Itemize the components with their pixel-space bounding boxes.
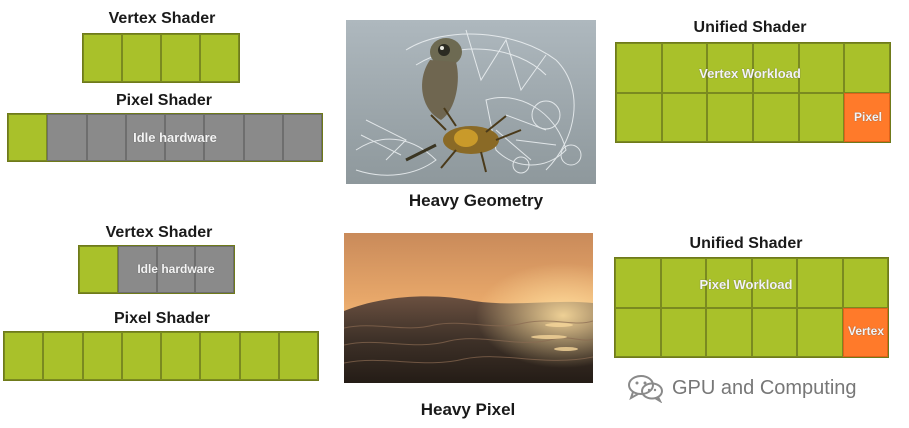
shader-unit-active xyxy=(200,332,240,380)
shader-unit-vertex xyxy=(707,43,753,93)
shader-unit-pixel xyxy=(660,307,706,357)
heavy-pixel-image xyxy=(344,233,593,383)
shader-unit-idle xyxy=(165,114,205,161)
top-unified-shader-units xyxy=(615,42,891,143)
vertex-workload-label: Vertex Workload xyxy=(699,66,801,81)
bottom-unified-shader-units xyxy=(614,257,889,358)
shader-unit-pixel xyxy=(660,258,706,308)
pixel-unit-label: Pixel xyxy=(853,110,883,124)
shader-unit-pixel xyxy=(797,307,843,357)
vertex-unit-label: Vertex xyxy=(847,324,885,338)
shader-unit-active xyxy=(278,332,318,380)
shader-unit-active xyxy=(161,34,200,82)
shader-unit-vertex xyxy=(844,43,890,93)
shader-unit-active xyxy=(121,332,161,380)
shader-unit-idle xyxy=(282,114,322,161)
shader-unit-active xyxy=(200,34,239,82)
bottom-vertex-shader-title: Vertex Shader xyxy=(105,224,213,241)
shader-unit-vertex xyxy=(661,92,708,142)
shader-unit-active xyxy=(122,34,161,82)
heavy-geometry-image xyxy=(346,20,596,184)
shader-unit-pixel xyxy=(706,307,752,357)
shader-unit-active xyxy=(161,332,201,380)
top-pixel-shader-units xyxy=(7,113,323,162)
shader-unit-vertex xyxy=(707,92,753,142)
shader-unit-pixel xyxy=(615,258,661,308)
bottom-pixel-shader-units xyxy=(3,331,319,381)
shader-unit-active xyxy=(82,332,122,380)
shader-unit-idle xyxy=(156,246,196,293)
shader-unit-vertex xyxy=(798,92,845,142)
shader-unit-active xyxy=(83,34,122,82)
shader-unit-vertex xyxy=(798,43,845,93)
heavy-geometry-caption: Heavy Geometry xyxy=(408,191,544,210)
top-unified-shader-title: Unified Shader xyxy=(693,19,807,36)
bottom-vertex-shader-units xyxy=(78,245,235,294)
shader-unit-active xyxy=(79,246,118,293)
pixel-workload-label: Pixel Workload xyxy=(699,277,793,292)
shader-unit-pixel xyxy=(842,258,888,308)
top-vertex-shader-title: Vertex Shader xyxy=(108,10,216,27)
watermark: GPU and Computing xyxy=(626,373,857,403)
shader-unit-vertex xyxy=(753,92,799,142)
wechat-icon xyxy=(628,375,663,403)
top-idle-hardware-label: Idle hardware xyxy=(133,130,217,145)
shader-unit-pixel xyxy=(844,92,890,142)
shader-unit-pixel xyxy=(797,258,843,308)
watermark-text: GPU and Computing xyxy=(672,376,857,399)
shader-unit-idle xyxy=(47,114,87,161)
shader-unit-active xyxy=(43,332,83,380)
bottom-unified-shader-title: Unified Shader xyxy=(689,235,803,252)
heavy-pixel-caption: Heavy Pixel xyxy=(420,400,516,419)
shader-unit-idle xyxy=(195,246,234,293)
bottom-idle-hardware-label: Idle hardware xyxy=(137,262,215,276)
shader-unit-pixel xyxy=(615,307,661,357)
shader-unit-active xyxy=(8,114,48,161)
top-pixel-shader-title: Pixel Shader xyxy=(115,92,213,109)
shader-unit-idle xyxy=(243,114,283,161)
shader-unit-vertex xyxy=(661,43,708,93)
bottom-pixel-shader-title: Pixel Shader xyxy=(113,310,211,327)
shader-unit-idle xyxy=(125,114,165,161)
top-vertex-shader-units xyxy=(82,33,240,83)
shader-unit-vertex xyxy=(616,92,662,142)
shader-unit-idle xyxy=(204,114,244,161)
shader-unit-idle xyxy=(117,246,157,293)
shader-unit-vertex xyxy=(842,307,888,357)
shader-unit-active xyxy=(4,332,44,380)
shader-unit-idle xyxy=(86,114,126,161)
shader-unit-pixel xyxy=(751,258,797,308)
shader-unit-pixel xyxy=(706,258,752,308)
shader-unit-active xyxy=(239,332,279,380)
shader-unit-vertex xyxy=(753,43,799,93)
shader-unit-pixel xyxy=(751,307,797,357)
shader-unit-vertex xyxy=(616,43,662,93)
